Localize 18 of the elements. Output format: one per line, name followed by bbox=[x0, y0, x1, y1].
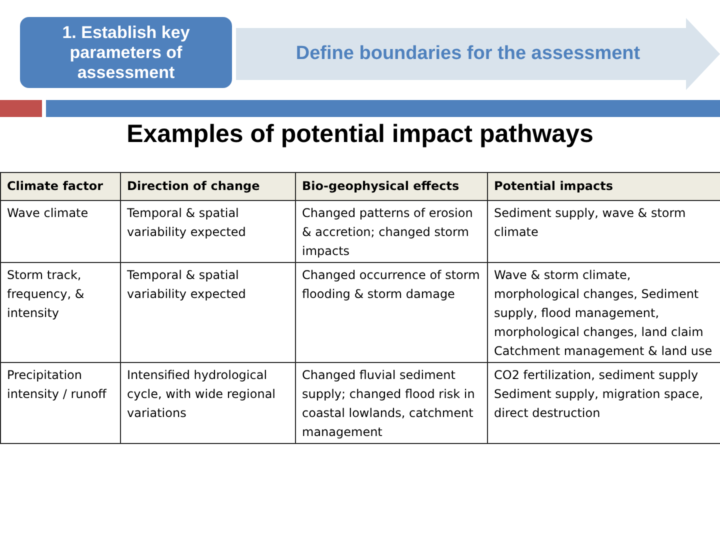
table-cell: Precipitation intensity / runoff bbox=[0, 362, 120, 444]
step-box bbox=[20, 17, 232, 88]
table-header-cell: Climate factor bbox=[0, 172, 120, 200]
slide-title: Examples of potential impact pathways bbox=[126, 120, 594, 149]
table-cell: Wave climate bbox=[0, 200, 120, 262]
table-cell: Storm track, frequency, & intensity bbox=[0, 262, 120, 362]
table-header-cell: Bio-geophysical effects bbox=[296, 172, 488, 200]
step-label: 1. Establish key parameters of assessment bbox=[61, 22, 191, 82]
table-cell: Changed patterns of erosion & accretion; changed storm impacts bbox=[296, 200, 488, 262]
arrow-band bbox=[236, 18, 720, 90]
table-cell: Temporal & spatial variability expected bbox=[120, 200, 296, 262]
table-header-cell: Potential impacts bbox=[488, 172, 720, 200]
table-cell: Temporal & spatial variability expected bbox=[120, 262, 296, 362]
table-cell: Intensified hydrological cycle, with wide regional variations bbox=[120, 362, 296, 444]
table-cell: Changed occurrence of storm flooding & storm damage bbox=[296, 262, 488, 362]
band-label: Define boundaries for the assessment bbox=[296, 43, 640, 65]
table-cell: Changed fluvial sediment supply; changed flood risk in coastal lowlands, catchment management bbox=[296, 362, 488, 444]
table-header-cell: Direction of change bbox=[120, 172, 296, 200]
